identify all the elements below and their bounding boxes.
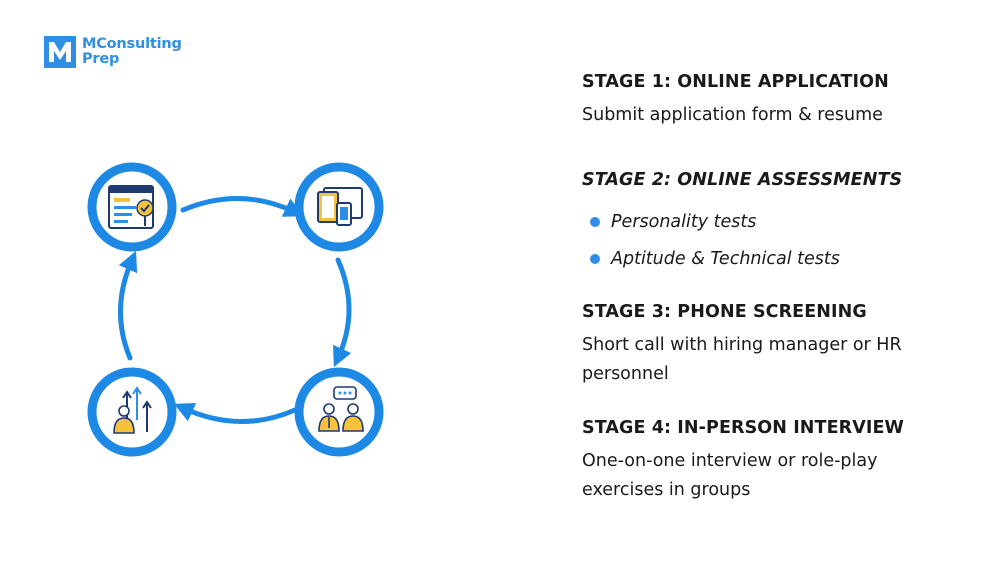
growth-people-icon — [113, 386, 152, 434]
devices-icon — [317, 187, 363, 226]
bullet-dot-icon — [590, 216, 600, 227]
brand-name: MConsulting Prep — [82, 37, 182, 67]
list-item: Personality tests — [582, 203, 987, 240]
stage-4-title: STAGE 4: IN-PERSON INTERVIEW — [582, 418, 904, 438]
conversation-icon — [318, 386, 364, 432]
stage-2-bullets: Personality tests Aptitude & Technical t… — [582, 203, 987, 277]
stage-1-title: STAGE 1: ONLINE APPLICATION — [582, 72, 889, 92]
cycle-arrow-top — [180, 196, 305, 217]
cycle-arrow-bottom — [173, 403, 298, 424]
stage-2-title: STAGE 2: ONLINE ASSESSMENTS — [582, 170, 903, 190]
stage-3: STAGE 3: PHONE SCREENING Short call with… — [582, 302, 987, 389]
bullet-text: Aptitude & Technical tests — [611, 248, 840, 269]
brand-name-line1: MConsulting — [82, 36, 182, 52]
cycle-arrow-right — [333, 257, 352, 368]
application-form-icon — [108, 185, 154, 229]
stage-4: STAGE 4: IN-PERSON INTERVIEW One-on-one … — [582, 418, 987, 505]
brand-logo: MConsulting Prep — [44, 36, 182, 68]
stage-3-description: Short call with hiring manager or HR per… — [582, 335, 902, 384]
stage-4-description: One-on-one interview or role-play exerci… — [582, 451, 878, 500]
cycle-arrow-left — [117, 250, 138, 361]
bullet-text: Personality tests — [611, 211, 757, 232]
stage-1: STAGE 1: ONLINE APPLICATION Submit appli… — [582, 72, 987, 130]
node-application — [87, 162, 177, 252]
stage-3-title: STAGE 3: PHONE SCREENING — [582, 302, 867, 322]
stage-1-description: Submit application form & resume — [582, 105, 883, 125]
bullet-dot-icon — [590, 253, 600, 264]
node-in-person-interview — [87, 367, 177, 457]
node-phone-screening — [294, 367, 384, 457]
node-assessment-devices — [294, 162, 384, 252]
list-item: Aptitude & Technical tests — [582, 240, 987, 277]
stage-2: STAGE 2: ONLINE ASSESSMENTS Personality … — [582, 170, 987, 277]
process-cycle-diagram — [87, 162, 384, 457]
m-logo-icon — [44, 36, 76, 68]
brand-name-line2: Prep — [82, 51, 120, 67]
